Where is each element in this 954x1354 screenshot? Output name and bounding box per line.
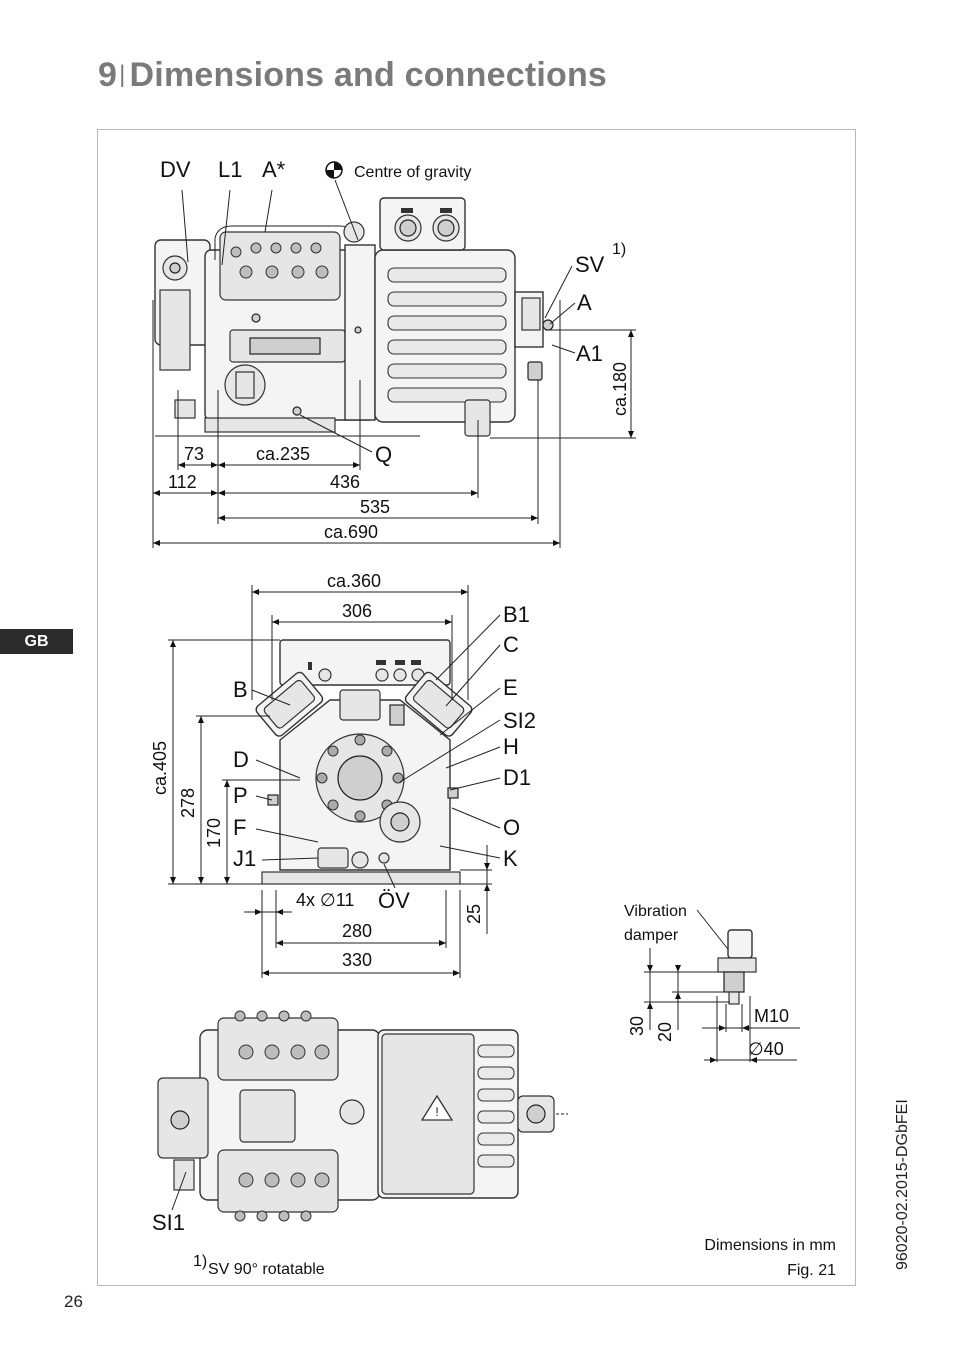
- damper-dimension-arrows: [647, 965, 757, 1063]
- dim-73: 73: [184, 444, 204, 464]
- top-view-compressor-drawing: !: [157, 1010, 568, 1222]
- figure-frame: [97, 129, 856, 1286]
- view1-dimension-arrows: [153, 330, 634, 546]
- label-e: E: [503, 675, 518, 700]
- title-separator: |: [119, 61, 126, 88]
- footnote-mark: 1): [193, 1253, 207, 1270]
- section-title: Dimensions and connections: [129, 56, 608, 94]
- label-d: D: [233, 747, 249, 772]
- label-d1: D1: [503, 765, 531, 790]
- view2-dimension-arrows: [170, 589, 490, 976]
- page-title: 9|Dimensions and connections: [98, 56, 607, 95]
- caption-units: Dimensions in mm: [704, 1237, 836, 1254]
- dim-ca235: ca.235: [256, 444, 310, 464]
- dim-ca360: ca.360: [327, 571, 381, 591]
- label-b1: B1: [503, 602, 530, 627]
- damper-dim-m10: M10: [754, 1006, 789, 1026]
- si1-leader: [171, 1171, 187, 1211]
- end-view-compressor-drawing: [255, 639, 473, 885]
- view2-leader-lines: [251, 614, 501, 889]
- dim-112: 112: [168, 472, 197, 492]
- label-l1: L1: [218, 157, 242, 182]
- label-k: K: [503, 846, 518, 871]
- svg-text:!: !: [435, 1105, 438, 1119]
- footnote-text: SV 90° rotatable: [208, 1261, 325, 1278]
- label-j1: J1: [233, 846, 256, 871]
- label-dv: DV: [160, 157, 191, 182]
- damper-dim-20: 20: [655, 1022, 675, 1042]
- dim-278: 278: [178, 788, 198, 818]
- label-a: A: [577, 290, 592, 315]
- label-h: H: [503, 734, 519, 759]
- dim-436: 436: [330, 472, 360, 492]
- label-f: F: [233, 815, 246, 840]
- label-sv: SV: [575, 252, 605, 277]
- dim-170: 170: [204, 818, 224, 848]
- label-b: B: [233, 677, 248, 702]
- label-si1: SI1: [152, 1210, 185, 1235]
- label-c: C: [503, 632, 519, 657]
- label-ov: ÖV: [378, 888, 410, 913]
- dim-25: 25: [464, 904, 484, 924]
- label-a1: A1: [576, 341, 603, 366]
- dim-330: 330: [342, 950, 372, 970]
- dim-ca690: ca.690: [324, 522, 378, 542]
- label-sv-note-mark: 1): [612, 241, 626, 258]
- dim-280: 280: [342, 921, 372, 941]
- label-a-star: A*: [262, 157, 286, 182]
- language-tab: GB: [0, 629, 73, 654]
- dim-306: 306: [342, 601, 372, 621]
- side-view-compressor-drawing: [154, 197, 554, 437]
- vibration-damper-drawing: [717, 929, 757, 1005]
- section-number: 9: [98, 56, 118, 94]
- dim-535: 535: [360, 497, 390, 517]
- dim-holes: 4x ∅11: [296, 890, 354, 910]
- view1-dimension-lines: [152, 300, 636, 548]
- damper-dim-30: 30: [627, 1016, 647, 1036]
- caption-figure: Fig. 21: [787, 1262, 836, 1279]
- label-p: P: [233, 783, 248, 808]
- view2-dimension-lines: [168, 585, 492, 978]
- dim-ca180: ca.180: [610, 362, 630, 416]
- page-number: 26: [64, 1292, 83, 1311]
- label-o: O: [503, 815, 520, 840]
- label-si2: SI2: [503, 708, 536, 733]
- centre-of-gravity-label: Centre of gravity: [354, 164, 471, 181]
- label-q: Q: [375, 442, 392, 467]
- centre-of-gravity-icon: [325, 161, 343, 179]
- damper-label-line2: damper: [624, 927, 679, 944]
- damper-dim-d40: ∅40: [748, 1039, 784, 1059]
- dim-ca405: ca.405: [150, 741, 170, 795]
- damper-label-line1: Vibration: [624, 903, 687, 920]
